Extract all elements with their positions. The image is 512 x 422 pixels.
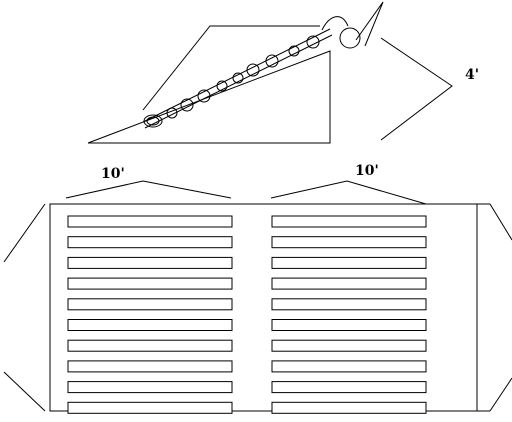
left-width-bracket bbox=[65, 180, 232, 199]
rack-bar bbox=[67, 256, 233, 269]
bead-string bbox=[143, 27, 361, 128]
pointer-arrow bbox=[355, 1, 384, 47]
bead bbox=[339, 27, 361, 49]
bead bbox=[143, 114, 163, 128]
rack-bar bbox=[271, 401, 427, 414]
left-side-chevron bbox=[3, 203, 46, 263]
rack-bar bbox=[271, 381, 427, 394]
hook-arm bbox=[321, 16, 349, 31]
rail-line-top bbox=[142, 28, 331, 123]
ramp-triangle bbox=[87, 50, 331, 144]
side-elevation: 4' bbox=[87, 1, 479, 144]
bead bbox=[306, 35, 320, 49]
rack-bar bbox=[67, 360, 233, 373]
rack-bar bbox=[67, 215, 233, 228]
rack-bar bbox=[271, 339, 427, 352]
rack-bar bbox=[67, 401, 233, 414]
left-rack-column bbox=[67, 215, 233, 414]
height-dimension-bracket bbox=[380, 37, 453, 141]
rack-bar bbox=[271, 256, 427, 269]
bead bbox=[232, 72, 244, 84]
rail-line-bottom bbox=[144, 34, 333, 129]
bead bbox=[246, 63, 260, 77]
right-width-bracket bbox=[270, 180, 427, 205]
rack-bar bbox=[271, 236, 427, 249]
rack-bar bbox=[271, 319, 427, 331]
rack-bar bbox=[67, 319, 233, 331]
rack-bar bbox=[67, 298, 233, 311]
rack-bar bbox=[67, 339, 233, 352]
rack-bar bbox=[271, 277, 427, 290]
bead bbox=[265, 54, 279, 68]
rack-bar bbox=[67, 381, 233, 394]
bead bbox=[180, 98, 194, 112]
support-frame bbox=[142, 25, 320, 111]
rack-bar bbox=[67, 236, 233, 249]
rack-bar bbox=[67, 277, 233, 290]
bead bbox=[197, 89, 211, 103]
rack-bar bbox=[271, 298, 427, 311]
bead bbox=[146, 116, 160, 126]
right-side-chevron bbox=[489, 203, 512, 241]
left-side-chevron-lower bbox=[3, 371, 46, 412]
plan-outline bbox=[49, 203, 478, 412]
rack-bar bbox=[271, 360, 427, 373]
bead bbox=[166, 107, 178, 119]
height-dimension-label: 4' bbox=[465, 67, 479, 83]
rack-bar bbox=[271, 215, 427, 228]
right-side-chevron-lower bbox=[489, 377, 512, 412]
bead bbox=[288, 45, 300, 57]
bead bbox=[216, 80, 228, 92]
left-width-label: 10' bbox=[101, 166, 125, 182]
right-width-label: 10' bbox=[355, 163, 379, 179]
plan-view: 10' 10' bbox=[3, 163, 512, 414]
right-rack-column bbox=[271, 215, 427, 414]
